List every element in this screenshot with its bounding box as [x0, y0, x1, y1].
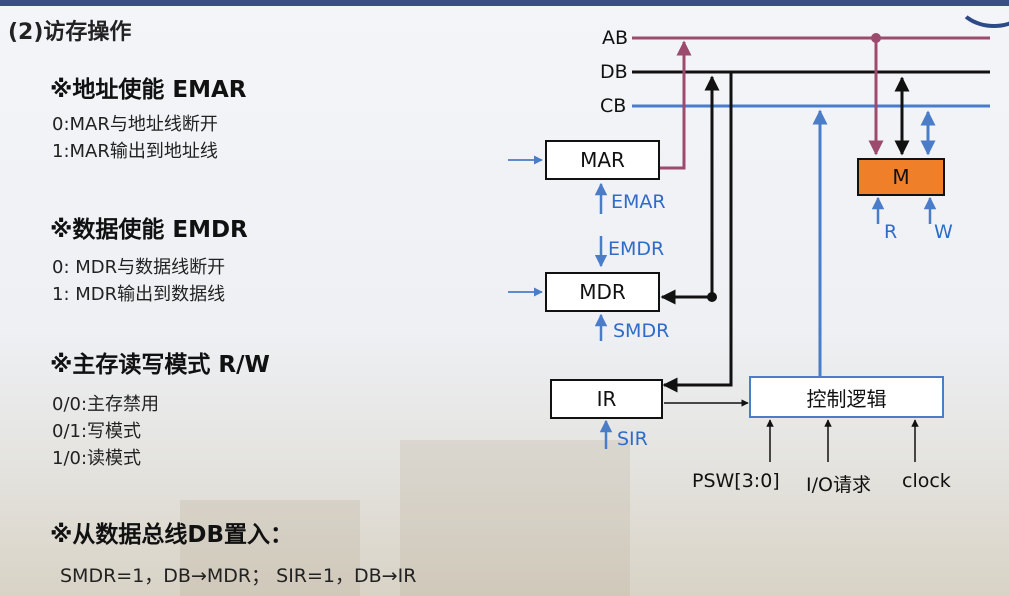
background-building	[180, 500, 360, 596]
emar-label: EMAR	[611, 191, 666, 213]
db-to-ir-wire	[662, 72, 733, 393]
emar-heading: ※地址使能 EMAR	[50, 77, 247, 103]
ab-label: AB	[602, 27, 629, 49]
cb-label: CB	[600, 95, 627, 117]
clock-label: clock	[902, 470, 951, 492]
smdr-label: SMDR	[613, 320, 670, 342]
control-logic: 控制逻辑	[749, 376, 944, 418]
mar-to-ab-wire	[660, 40, 692, 170]
section-title: (2)访存操作	[8, 20, 132, 45]
w-label: W	[934, 221, 953, 243]
emdr-heading: ※数据使能 EMDR	[50, 217, 248, 243]
emar-line-0: 0:MAR与地址线断开	[52, 114, 218, 135]
logo-arc	[955, 0, 1009, 28]
db-in-line: SMDR=1，DB→MDR； SIR=1，DB→IR	[60, 565, 417, 587]
mdr-junction-dot	[707, 292, 717, 302]
main-memory: M	[857, 158, 945, 196]
mar-register: MAR	[545, 140, 660, 180]
sir-label: SIR	[617, 428, 648, 450]
rw-line-1: 0/1:写模式	[52, 421, 142, 442]
r-label: R	[884, 221, 898, 243]
db-label: DB	[600, 61, 628, 83]
emdr-line-0: 0: MDR与数据线断开	[52, 257, 226, 278]
psw-label: PSW[3:0]	[692, 470, 780, 492]
rw-line-2: 1/0:读模式	[52, 448, 142, 469]
db-in-heading: ※从数据总线DB置入：	[50, 522, 293, 548]
rw-line-0: 0/0:主存禁用	[52, 394, 160, 415]
emdr-label: EMDR	[608, 238, 665, 260]
rw-heading: ※主存读写模式 R/W	[50, 352, 270, 378]
mdr-register: MDR	[545, 272, 660, 312]
ir-register: IR	[550, 379, 663, 419]
emdr-line-1: 1: MDR输出到数据线	[52, 284, 226, 305]
io-request-label: I/O请求	[806, 474, 871, 496]
top-bar	[0, 0, 1009, 6]
background-building	[400, 440, 630, 596]
emar-line-1: 1:MAR输出到地址线	[52, 141, 218, 162]
